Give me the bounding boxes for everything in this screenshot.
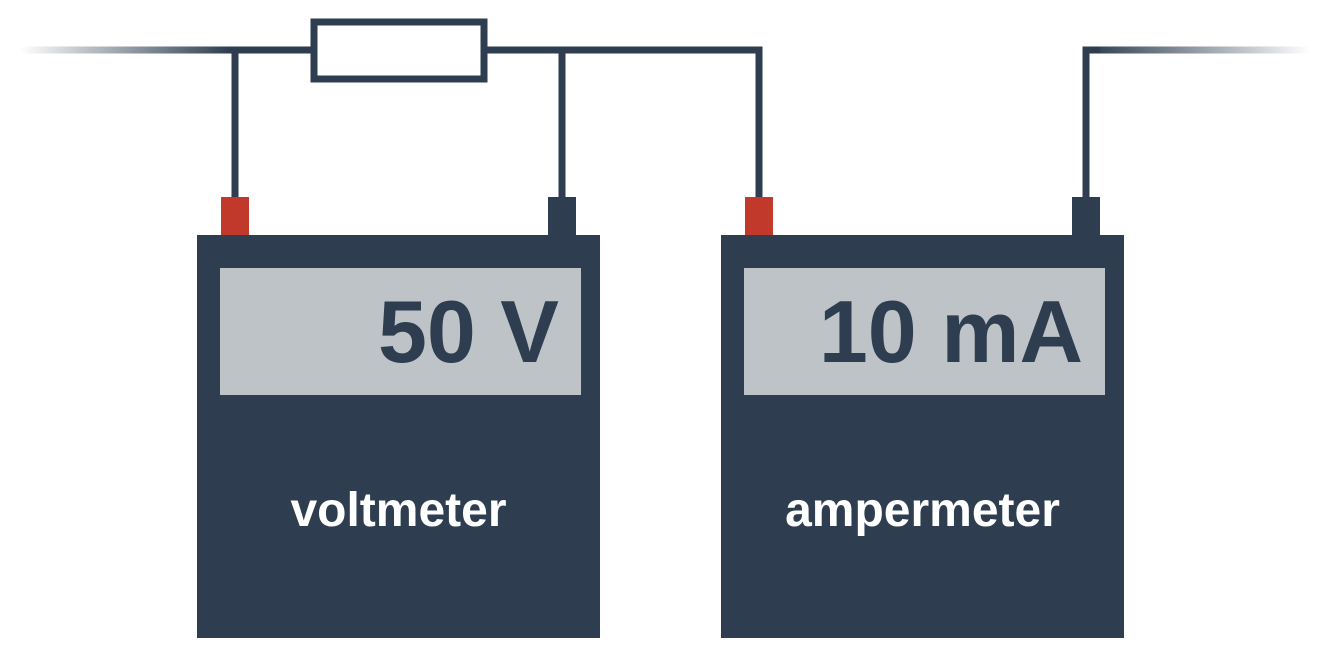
ampermeter-positive-terminal	[745, 197, 773, 235]
voltmeter-reading: 50 V	[377, 281, 559, 381]
ampermeter-negative-terminal	[1072, 197, 1100, 235]
voltmeter-positive-terminal	[221, 197, 249, 235]
voltmeter-device: 50 V voltmeter	[197, 235, 600, 638]
voltmeter-display: 50 V	[220, 268, 581, 395]
ampermeter-display: 10 mA	[744, 268, 1105, 395]
voltmeter-label: voltmeter	[290, 484, 507, 537]
resistor-symbol	[310, 18, 488, 83]
wire-resistor-to-ampermeter	[483, 46, 763, 200]
voltmeter-negative-terminal	[548, 197, 576, 235]
ampermeter-device: 10 mA ampermeter	[721, 235, 1124, 638]
ampermeter-output-lead	[1082, 46, 1100, 200]
ampermeter-label: ampermeter	[785, 484, 1060, 537]
ampermeter-reading: 10 mA	[818, 281, 1083, 381]
